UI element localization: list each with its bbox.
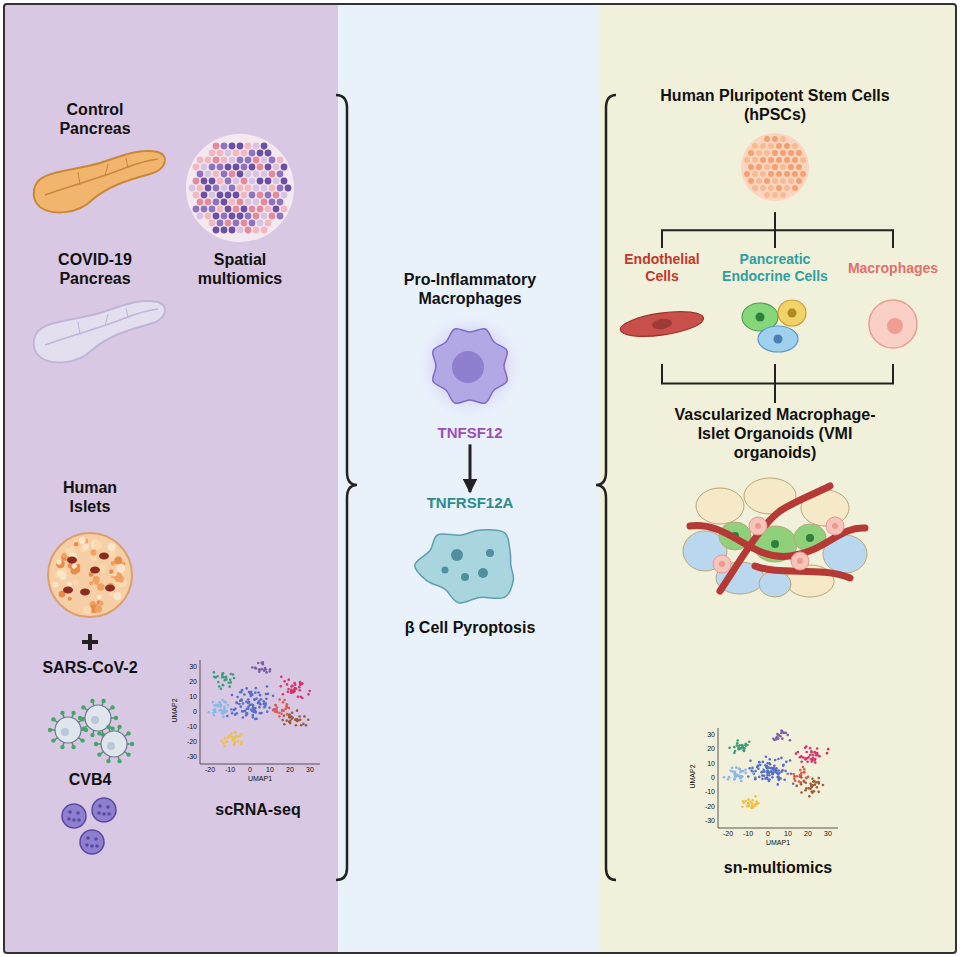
cell-illustration	[716, 289, 834, 359]
axis-label: -20	[178, 738, 197, 745]
axis-label: 20	[280, 766, 300, 773]
cell-illustration	[365, 515, 575, 615]
bracket	[596, 95, 616, 880]
cell-illustration	[652, 127, 898, 207]
tree-line	[775, 212, 893, 248]
sars-cov-2-virion	[94, 725, 134, 764]
node-box: Endothelial Cells	[612, 250, 712, 362]
node-label: TNFRSF12A	[365, 494, 575, 512]
axis-label: 10	[696, 760, 715, 767]
axis-label: UMAP2	[171, 691, 178, 731]
axis-label: -30	[178, 753, 197, 760]
tree-line	[662, 364, 775, 403]
umap-plot	[718, 728, 838, 828]
tree-line	[662, 212, 775, 248]
axis-label: UMAP1	[758, 839, 798, 846]
islet-illustration	[48, 533, 132, 617]
spatial-multiomics-disk	[186, 134, 294, 242]
flow-arrow	[469, 444, 472, 492]
node-label: Human Pluripotent Stem Cells (hPSCs)	[652, 86, 898, 124]
cvb4-virion	[62, 804, 86, 828]
node-label: TNFSF12	[365, 424, 575, 442]
node-box: Macrophages	[838, 250, 948, 362]
tree-line	[775, 364, 893, 403]
panel-label: Control Pancreas	[35, 100, 155, 138]
axis-label: UMAP1	[240, 775, 280, 782]
middle-panel	[338, 5, 600, 952]
axis-label: 30	[818, 830, 838, 837]
pancreas-illustration	[34, 151, 165, 213]
axis-label: 20	[696, 745, 715, 752]
sars-cov-2-virion	[48, 711, 88, 750]
cell-illustration	[612, 289, 712, 359]
panel-label: COVID-19 Pancreas	[35, 250, 155, 288]
axis-label: -10	[738, 830, 758, 837]
axis-label: -10	[178, 723, 197, 730]
axis-label: 20	[798, 830, 818, 837]
pancreas-illustration	[34, 301, 165, 363]
axis-label: 0	[240, 766, 260, 773]
axis-label: 0	[696, 774, 715, 781]
panel-label: scRNA-seq	[198, 800, 318, 819]
panel-label: sn-multiomics	[708, 858, 848, 877]
node-label: Vascularized Macrophage-Islet Organoids …	[660, 405, 890, 463]
node-box: Vascularized Macrophage-Islet Organoids …	[660, 405, 890, 609]
node-box: TNFRSF12A β Cell Pyroptosis	[365, 494, 575, 637]
cvb4-virion	[80, 830, 104, 854]
left-panel	[5, 5, 338, 952]
right-panel	[600, 5, 955, 952]
node-label: Endothelial Cells	[612, 250, 712, 286]
node-box: Pro-Inflammatory MacrophagesTNFSF12	[365, 270, 575, 442]
node-box: Pancreatic Endocrine Cells	[716, 250, 834, 362]
cell-illustration	[660, 466, 890, 606]
node-label: Pancreatic Endocrine Cells	[716, 250, 834, 286]
axis-label: 10	[778, 830, 798, 837]
axis-label: 10	[260, 766, 280, 773]
panel-label: Spatial multiomics	[185, 250, 295, 288]
bracket	[336, 95, 357, 880]
node-label: Pro-Inflammatory Macrophages	[365, 270, 575, 308]
axis-label: 30	[178, 663, 197, 670]
axis-label: 30	[300, 766, 320, 773]
panel-label: CVB4	[50, 770, 130, 789]
axis-label: UMAP2	[689, 757, 696, 797]
cell-illustration	[838, 289, 948, 359]
panel-label: SARS-CoV-2	[30, 658, 150, 677]
cell-illustration	[365, 311, 575, 421]
cvb4-virion	[92, 798, 116, 822]
frame	[4, 4, 956, 953]
axis-label: 0	[758, 830, 778, 837]
plus-sign	[82, 634, 98, 650]
axis-label: -10	[220, 766, 240, 773]
axis-label: -20	[696, 803, 715, 810]
axis-label: 30	[696, 731, 715, 738]
axis-label: 0	[178, 708, 197, 715]
axis-label: -30	[696, 817, 715, 824]
panel-label: Human Islets	[45, 478, 135, 516]
axis-label: 20	[178, 678, 197, 685]
node-label: Macrophages	[838, 250, 948, 286]
axis-label: -10	[696, 788, 715, 795]
node-box: Human Pluripotent Stem Cells (hPSCs)	[652, 86, 898, 210]
axis-label: -20	[200, 766, 220, 773]
axis-label: 10	[178, 693, 197, 700]
node-label: β Cell Pyroptosis	[365, 618, 575, 637]
umap-plot	[200, 660, 320, 764]
axis-label: -20	[718, 830, 738, 837]
